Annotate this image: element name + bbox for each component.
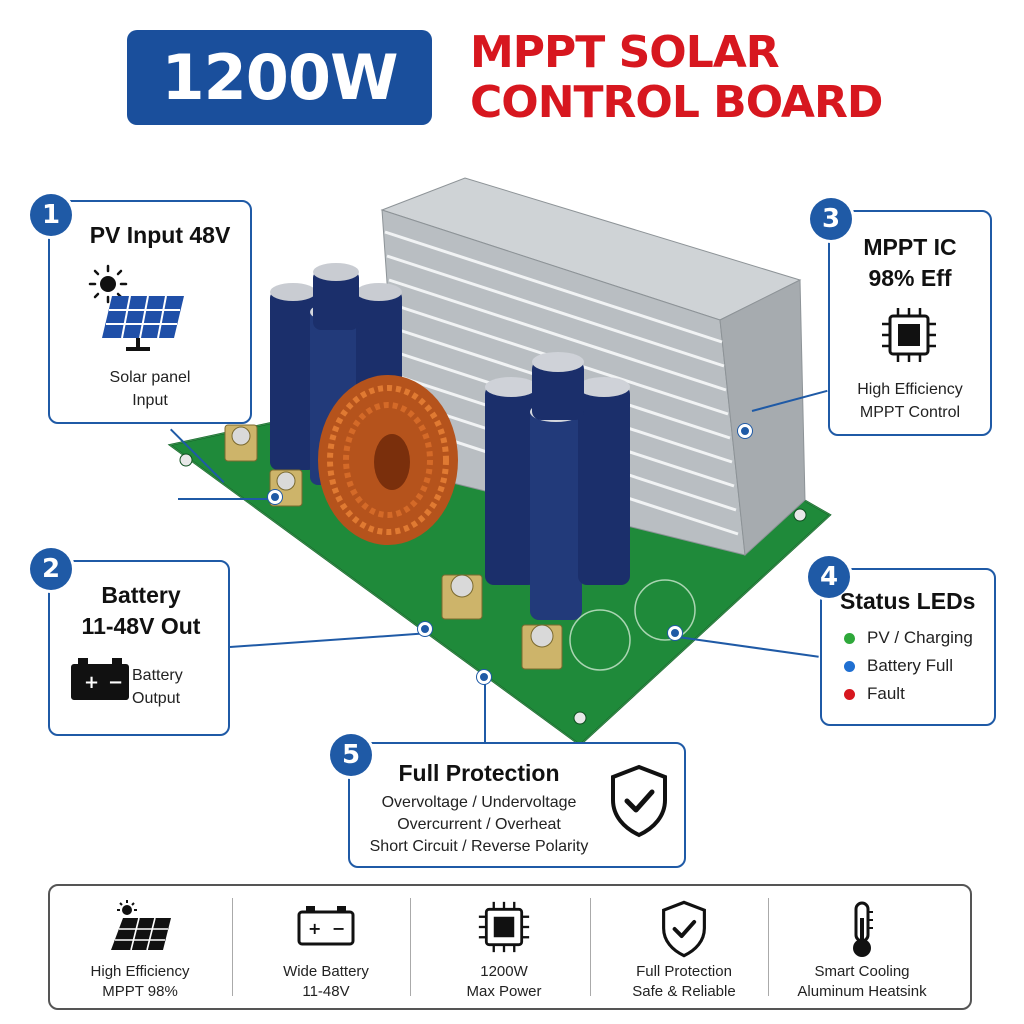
callout-number-4: 4	[808, 556, 850, 598]
callout-number-3: 3	[810, 198, 852, 240]
feature-protection-line1: Full Protection	[636, 963, 732, 980]
led-legend: PV / Charging Battery Full Fault	[844, 624, 994, 708]
feature-cooling: Smart Cooling Aluminum Heatsink	[772, 886, 952, 1008]
product-title: MPPT SOLAR CONTROL BOARD	[470, 28, 930, 128]
callout-battery-title: Battery 11-48V Out	[52, 580, 230, 642]
callout-mppt-text-line1: High Efficiency	[857, 381, 963, 398]
feature-battery-line2: 11-48V	[302, 983, 350, 1000]
feature-divider	[768, 898, 769, 996]
product-title-line2: CONTROL BOARD	[470, 77, 883, 128]
connector-dot-leds	[668, 626, 682, 640]
callout-leds-title: Status LEDs	[840, 588, 976, 614]
feature-bar: High Efficiency MPPT 98% + − Wide Batter…	[48, 884, 972, 1010]
callout-number-5: 5	[330, 734, 372, 776]
connector-line-1b	[178, 498, 278, 500]
callout-number-2: 2	[30, 548, 72, 590]
callout-battery-text: Battery Output	[132, 664, 204, 710]
callout-battery-text-line1: Battery	[132, 667, 183, 684]
callout-pv-text-line1: Solar panel	[109, 369, 191, 386]
callout-protection-title: Full Protection	[398, 760, 560, 786]
shield-check-icon	[662, 900, 706, 958]
svg-text:−: −	[332, 919, 345, 938]
protection-line-3: Short Circuit / Reverse Polarity	[369, 838, 589, 855]
connector-line-5	[484, 680, 486, 742]
led-legend-item-fault: Fault	[844, 680, 994, 708]
battery-icon: + −	[297, 906, 355, 946]
callout-pv-text-line2: Input	[132, 392, 168, 409]
feature-power-line1: 1200W	[480, 963, 528, 980]
led-label-full: Battery Full	[867, 656, 953, 675]
capacitors-right	[485, 352, 630, 620]
toroid-inductor	[318, 375, 458, 545]
callout-pv-title: PV Input 48V	[89, 222, 231, 248]
feature-efficiency: High Efficiency MPPT 98%	[50, 886, 230, 1008]
led-legend-item-charging: PV / Charging	[844, 624, 994, 652]
callout-mppt-title-line1: MPPT IC	[863, 234, 957, 260]
svg-text:+: +	[308, 919, 321, 938]
connector-dot-protection	[477, 670, 491, 684]
led-label-charging: PV / Charging	[867, 628, 973, 647]
product-title-line1: MPPT SOLAR	[470, 27, 780, 78]
led-legend-item-full: Battery Full	[844, 652, 994, 680]
protection-line-2: Overcurrent / Overheat	[397, 816, 561, 833]
callout-battery-title-line2: 11-48V Out	[81, 613, 201, 639]
callout-status-leds	[820, 568, 996, 726]
callout-number-1: 1	[30, 194, 72, 236]
battery-icon: + −	[71, 658, 129, 700]
callout-mppt-title-line2: 98% Eff	[868, 265, 952, 291]
connector-dot-battery	[418, 622, 432, 636]
thermometer-icon	[853, 901, 873, 957]
connector-dot-pv	[268, 490, 282, 504]
callout-mppt-text: High Efficiency MPPT Control	[828, 378, 992, 424]
shield-check-icon	[611, 764, 667, 838]
connector-dot-mppt	[738, 424, 752, 438]
led-label-fault: Fault	[867, 684, 905, 703]
power-badge: 1200W	[127, 30, 432, 125]
svg-text:−: −	[108, 672, 123, 693]
callout-battery	[48, 560, 230, 736]
callout-battery-text-line2: Output	[132, 690, 181, 707]
feature-power: 1200W Max Power	[414, 886, 594, 1008]
feature-battery: + − Wide Battery 11-48V	[236, 886, 416, 1008]
feature-divider	[590, 898, 591, 996]
control-board-image	[167, 177, 832, 747]
chip-icon	[478, 901, 530, 953]
feature-power-line2: Max Power	[466, 983, 542, 1000]
callout-mppt-ic	[828, 210, 992, 436]
callout-pv-text: Solar panel Input	[50, 366, 250, 412]
feature-cooling-line2: Aluminum Heatsink	[797, 983, 927, 1000]
svg-text:+: +	[84, 672, 99, 693]
feature-protection-line2: Safe & Reliable	[632, 983, 736, 1000]
blue-led-dot	[844, 660, 855, 672]
callout-mppt-title: MPPT IC 98% Eff	[828, 232, 992, 294]
protection-line-1: Overvoltage / Undervoltage	[381, 794, 577, 811]
callout-battery-title-line1: Battery	[101, 582, 181, 608]
solar-panel-icon	[111, 900, 171, 951]
feature-divider	[232, 898, 233, 996]
feature-efficiency-line2: MPPT 98%	[102, 983, 178, 1000]
feature-cooling-line1: Smart Cooling	[814, 963, 910, 980]
solar-panel-icon	[102, 295, 184, 351]
red-led-dot	[844, 688, 855, 700]
chip-icon	[882, 308, 936, 362]
feature-protection: Full Protection Safe & Reliable	[594, 886, 774, 1008]
feature-divider	[410, 898, 411, 996]
feature-battery-line1: Wide Battery	[283, 963, 369, 980]
feature-efficiency-line1: High Efficiency	[90, 963, 190, 980]
callout-mppt-text-line2: MPPT Control	[859, 404, 961, 421]
callout-protection-text: Overvoltage / Undervoltage Overcurrent /…	[352, 792, 606, 858]
green-led-dot	[844, 632, 855, 644]
